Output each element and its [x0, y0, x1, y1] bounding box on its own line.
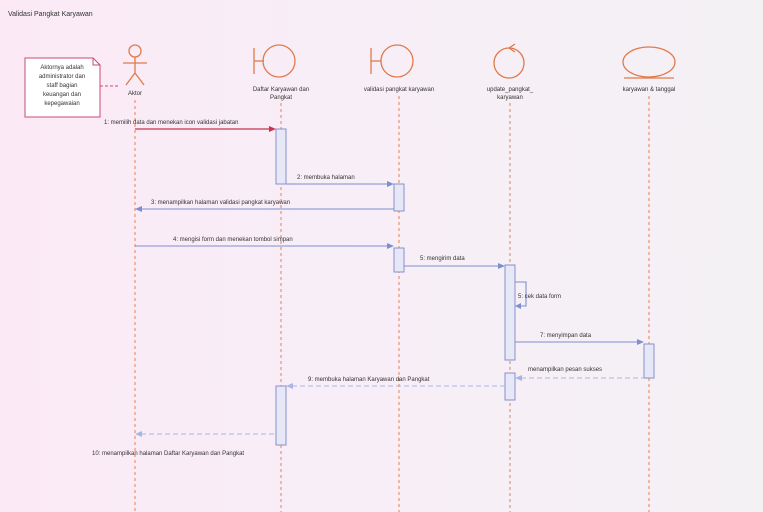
message-label: menampilkan pesan sukses — [528, 367, 602, 373]
actor-icon — [123, 44, 147, 86]
note-line: kepegawaian — [44, 101, 79, 107]
lifeline-label: karyawan — [497, 95, 523, 101]
activation-bar — [275, 385, 287, 446]
activations — [275, 128, 655, 446]
lifeline-label: Pangkat — [270, 95, 292, 101]
control-icon — [493, 43, 525, 79]
arrowhead — [515, 303, 521, 309]
arrowhead — [515, 375, 522, 381]
self-message-arrow — [515, 281, 527, 307]
entity-icon — [622, 46, 676, 79]
note-line: keuangan dan — [43, 92, 81, 98]
note-line: staff bagian — [47, 83, 78, 89]
message-label: 2: membuka halaman — [297, 175, 355, 181]
message-label: 7: menyimpan data — [540, 333, 592, 339]
message-label: 5: cek data form — [518, 294, 561, 300]
diagram-title: Validasi Pangkat Karyawan — [8, 11, 93, 18]
message-label: 3: menampilkan halaman validasi pangkat … — [151, 200, 290, 206]
arrowhead — [387, 243, 394, 249]
arrowhead — [637, 339, 644, 345]
arrowhead — [286, 383, 293, 389]
lifeline-label: update_pangkat_ — [487, 87, 534, 93]
note-line: Aktornya adalah — [40, 65, 83, 71]
arrowhead — [135, 206, 142, 212]
lifelines — [134, 96, 650, 512]
boundary-icon — [370, 44, 414, 78]
message-label: 9: membuka halaman Karyawan dan Pangkat — [308, 377, 430, 383]
arrowhead — [135, 431, 142, 437]
message-label: 10: menampilkan halaman Daftar Karyawan … — [92, 451, 244, 457]
lifeline-label: karyawan & tanggal — [623, 87, 676, 93]
arrowhead — [387, 181, 394, 187]
activation-bar — [393, 247, 405, 273]
message-label: 1: memilih data dan menekan icon validas… — [104, 120, 238, 126]
activation-bar — [393, 183, 405, 212]
actor-note: Aktornya adalah administrator dan staff … — [24, 57, 101, 118]
lifeline-label: validasi pangkat karyawan — [364, 87, 434, 93]
activation-bar — [275, 128, 287, 185]
activation-bar — [504, 264, 516, 361]
note-line: administrator dan — [39, 74, 85, 80]
lifeline-label: Daftar Karyawan dan — [253, 87, 309, 93]
message-label: 5: mengirim data — [420, 256, 465, 262]
activation-bar — [643, 343, 655, 379]
activation-bar — [504, 372, 516, 401]
actor-label: Aktor — [128, 91, 142, 97]
arrowhead — [498, 263, 505, 269]
message-label: 4: mengisi form dan menekan tombol simpa… — [173, 237, 293, 243]
boundary-icon — [253, 44, 296, 78]
arrowhead — [269, 126, 276, 132]
